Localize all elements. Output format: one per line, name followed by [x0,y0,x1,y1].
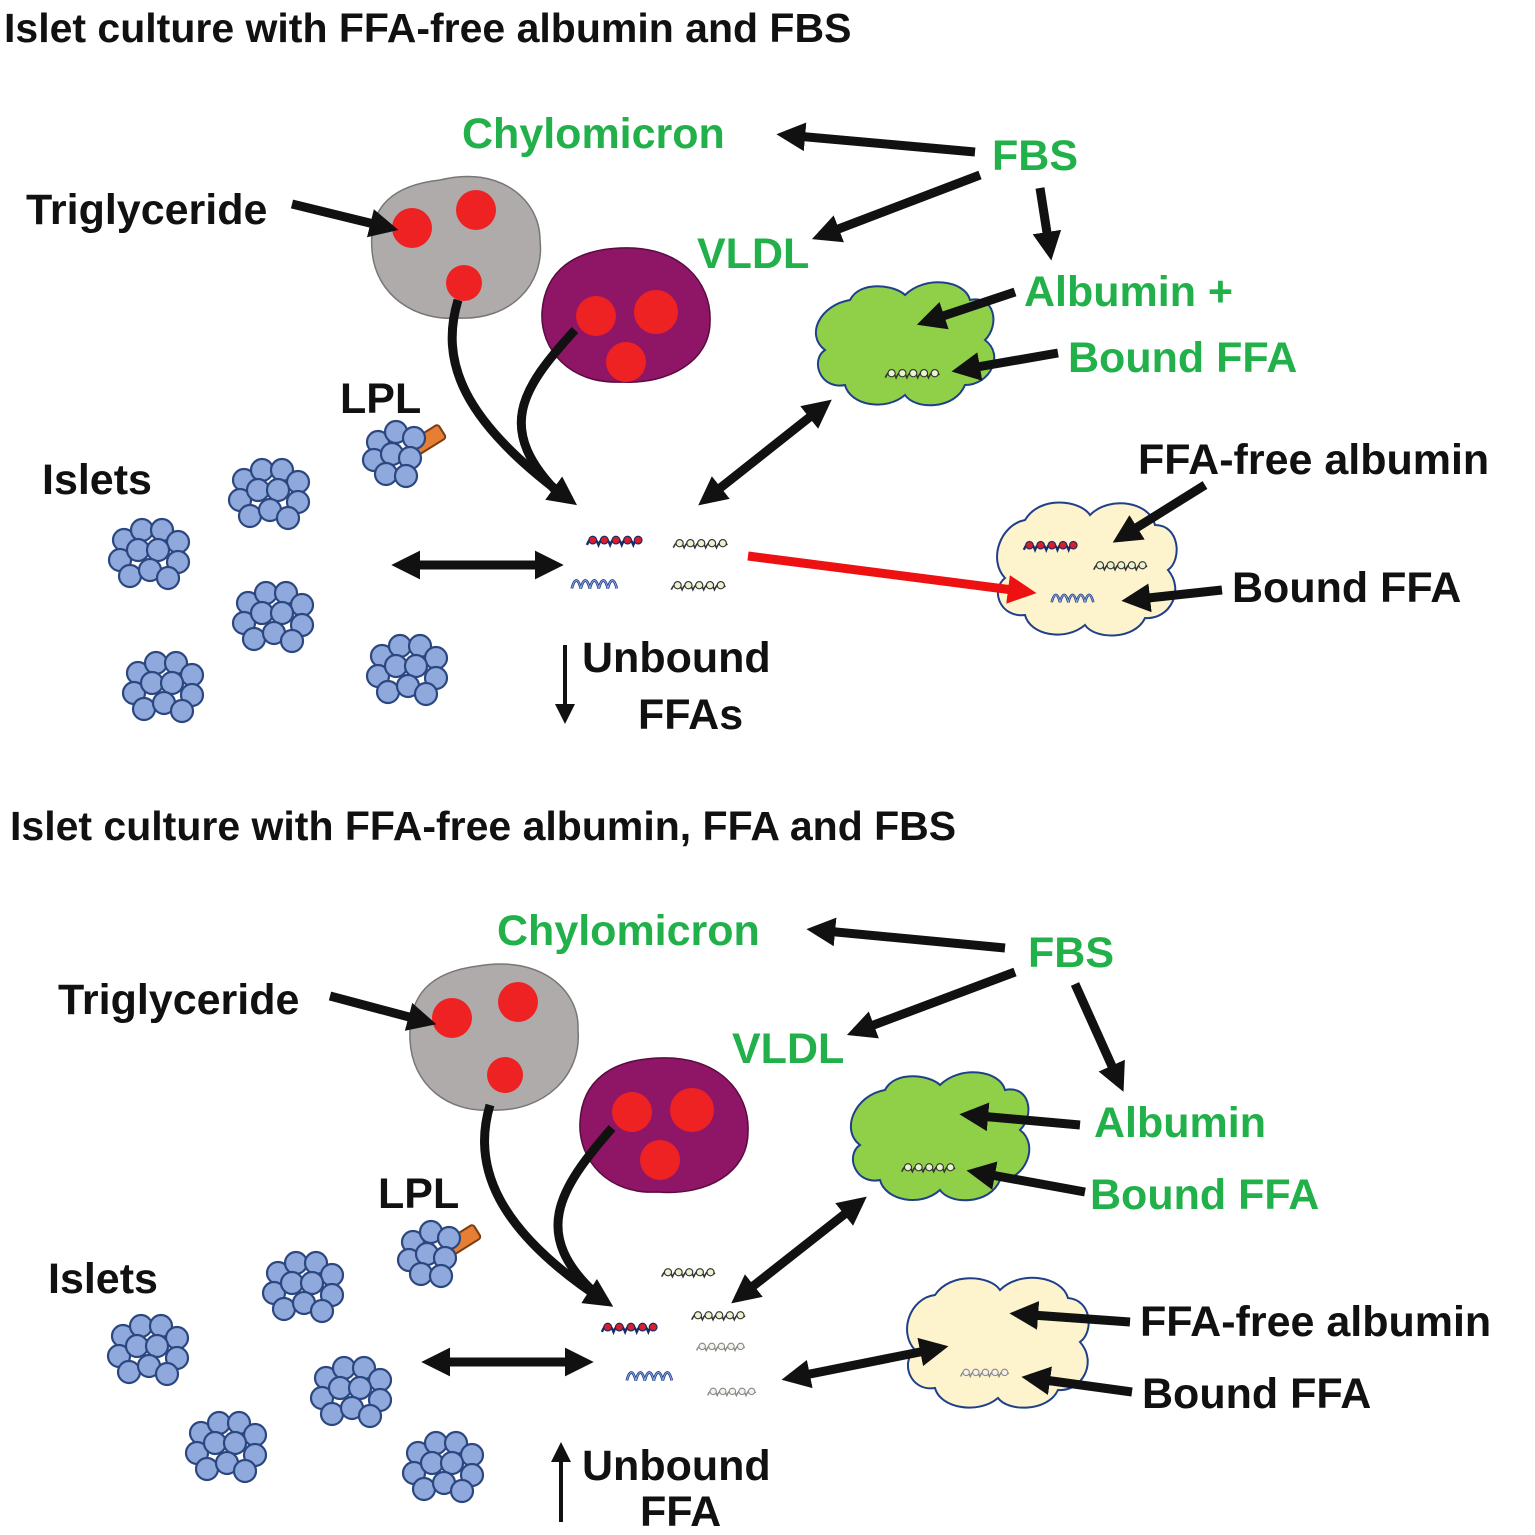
arrow-ffa-free-albumin-label [1112,481,1208,543]
triglyceride-droplets [612,1088,714,1180]
triglyceride-label: Triglyceride [26,186,267,234]
arrow-triglyceride [290,199,399,238]
arrow-bound-ffa-label [951,348,1059,381]
albumin-label: Albumin + [1024,268,1233,316]
arrow-fbs-to-vldl [846,967,1017,1039]
arrow-albumin-label [959,1102,1081,1132]
arrow-triglyceride [328,991,437,1031]
arrow-fbs-to-albumin [1070,982,1125,1092]
unbound-ffa-molecule [690,1310,746,1321]
unbound-ffa-molecule [695,1342,746,1352]
ffa-free-albumin-cloud [906,1276,1090,1409]
islet [261,1250,345,1324]
bound-ffa-green-label: Bound FFA [1090,1171,1319,1219]
islet [401,1430,485,1504]
vldl-particle [541,247,711,383]
lpl-islet [396,1219,483,1289]
islet [107,517,191,591]
arrow-fbs-to-chylomicron [806,917,1006,953]
bound-ffa-label: Bound FFA [1142,1370,1371,1418]
lpl-islet [361,419,448,489]
lpl-label: LPL [378,1170,459,1218]
albumin-cloud [814,281,996,407]
arrow-vldl-to-ffa [553,1125,616,1300]
unbound-ffa-molecule [625,1371,674,1382]
panel-title: Islet culture with FFA-free albumin, FFA… [10,803,956,849]
arrow-albumin-label [916,287,1017,330]
panel-2: Islet culture with FFA-free albumin, FFA… [10,803,1491,1535]
vldl-label: VLDL [732,1025,844,1073]
unbound-ffa-molecule [672,538,729,549]
arrow-chylomicron-to-ffa [480,1103,614,1307]
islet [231,580,315,654]
arrow-ffa-free-albumin-label [1009,1301,1131,1330]
triglyceride-droplets [576,290,678,382]
triglyceride-droplets [392,190,496,301]
unbound-ffa-label-line1: Unbound [582,1442,771,1490]
chylomicron-label: Chylomicron [497,907,760,955]
unbound-ffa-molecule [585,534,644,547]
islet [309,1355,393,1429]
unbound-ffa-molecule [670,580,727,591]
islet [227,457,311,531]
arrow-chylomicron-to-ffa [447,298,577,506]
islets-label: Islets [48,1255,158,1303]
chylomicron-label: Chylomicron [462,110,725,158]
unbound-ffa-label-line2: FFAs [638,691,743,739]
albumin-label: Albumin [1094,1099,1266,1147]
bound-ffa-label: Bound FFA [1232,564,1461,612]
arrow-ffa-albumin-exchange [698,399,832,506]
islet [106,1313,190,1387]
unbound-ffa-label-line1: Unbound [582,634,771,682]
arrow-vldl-to-ffa [516,326,579,499]
arrow-fbs-to-vldl [811,170,982,243]
unbound-ffa-molecule [706,1387,757,1397]
unbound-ffa-label-line2: FFA [640,1488,721,1535]
vldl-particle [579,1057,749,1194]
arrow-bound-ffa-label-2 [1121,583,1223,613]
ffa-free-albumin-label: FFA-free albumin [1140,1298,1491,1346]
islets-label: Islets [42,456,152,504]
lpl-label: LPL [340,375,421,423]
triglyceride-droplets [432,982,538,1093]
unbound-ffa-molecule [660,1267,716,1278]
islet [121,650,205,724]
bound-ffa-green-label: Bound FFA [1068,334,1297,382]
unbound-ffa-molecule [570,579,619,590]
panel-1: Islet culture with FFA-free albumin and … [4,5,1489,739]
arrow-fbs-to-albumin [1032,187,1062,261]
arrow-fbs-to-chylomicron [776,122,976,157]
islet [365,633,449,707]
panel-title: Islet culture with FFA-free albumin and … [4,5,851,51]
arrow-ffa-ffa-free-albumin-exchange [781,1337,949,1389]
unbound-ffa-molecule [600,1321,659,1334]
arrow-bound-ffa-label-2 [1021,1366,1133,1397]
islet [184,1410,268,1484]
arrow-ffa-albumin-exchange [731,1196,867,1304]
arrow-ffa-to-ffa-free-albumin [747,551,1037,604]
triglyceride-label: Triglyceride [58,976,299,1024]
vldl-label: VLDL [697,230,809,278]
arrow-bound-ffa-label [966,1161,1086,1197]
fbs-label: FBS [992,132,1078,180]
ffa-free-albumin-label: FFA-free albumin [1138,436,1489,484]
fbs-label: FBS [1028,929,1114,977]
